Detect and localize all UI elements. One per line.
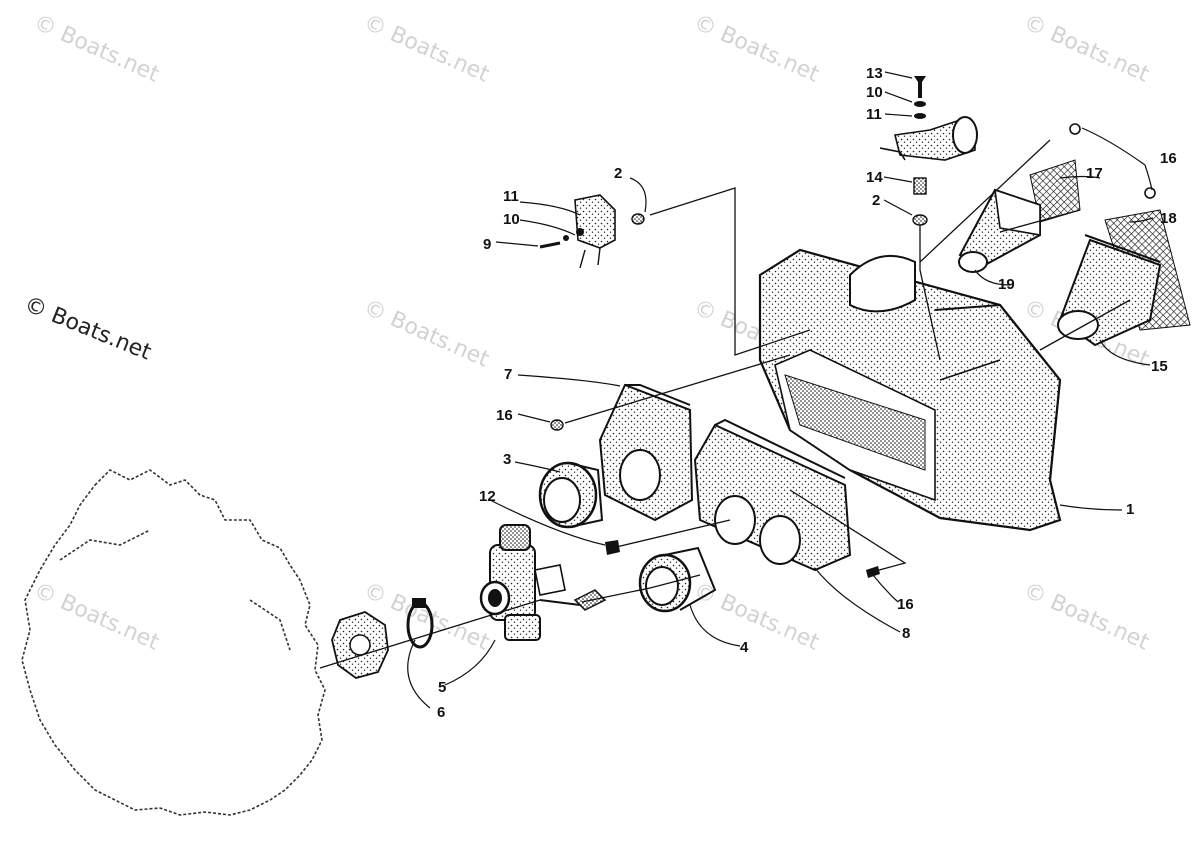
mounting-plate-right [693, 418, 852, 572]
side-bracket-hardware [539, 194, 645, 269]
callout-5: 5 [438, 679, 447, 696]
intake-flange [331, 611, 389, 679]
callout-2: 2 [614, 165, 623, 182]
callout-10: 10 [866, 84, 883, 101]
callout-17: 17 [1086, 165, 1103, 182]
callout-16: 16 [897, 596, 914, 613]
callout-10: 10 [503, 211, 520, 228]
callout-9: 9 [483, 236, 492, 253]
air-silencer-box [758, 248, 1062, 532]
assembly-lines [319, 139, 1131, 669]
callout-7: 7 [504, 366, 513, 383]
callout-19: 19 [998, 276, 1015, 293]
engine-outline [21, 469, 326, 816]
callout-1: 1 [1126, 501, 1135, 518]
callout-2: 2 [872, 192, 881, 209]
callout-11: 11 [503, 188, 519, 205]
callout-13: 13 [866, 65, 883, 82]
callout-4: 4 [740, 639, 749, 656]
screw-16-left [550, 419, 564, 431]
hose-clamp [406, 598, 434, 649]
callout-16: 16 [496, 407, 513, 424]
carburetor [479, 524, 581, 641]
screw-16-top [1069, 123, 1156, 199]
callout-16: 16 [1160, 150, 1177, 167]
callout-6: 6 [437, 704, 446, 721]
callout-12: 12 [479, 488, 496, 505]
callout-15: 15 [1151, 358, 1168, 375]
intake-boot-left [538, 461, 604, 529]
callout-8: 8 [902, 625, 911, 642]
intake-boot-right [638, 546, 717, 613]
callout-11: 11 [866, 106, 882, 123]
callout-18: 18 [1160, 210, 1177, 227]
top-mount-hardware [879, 76, 978, 226]
intake-tube-small [958, 188, 1041, 273]
mounting-plate-left [598, 383, 694, 522]
callout-14: 14 [866, 169, 883, 186]
leader-lines [407, 71, 1154, 709]
intake-tube-large [1057, 234, 1162, 347]
callout-3: 3 [503, 451, 512, 468]
